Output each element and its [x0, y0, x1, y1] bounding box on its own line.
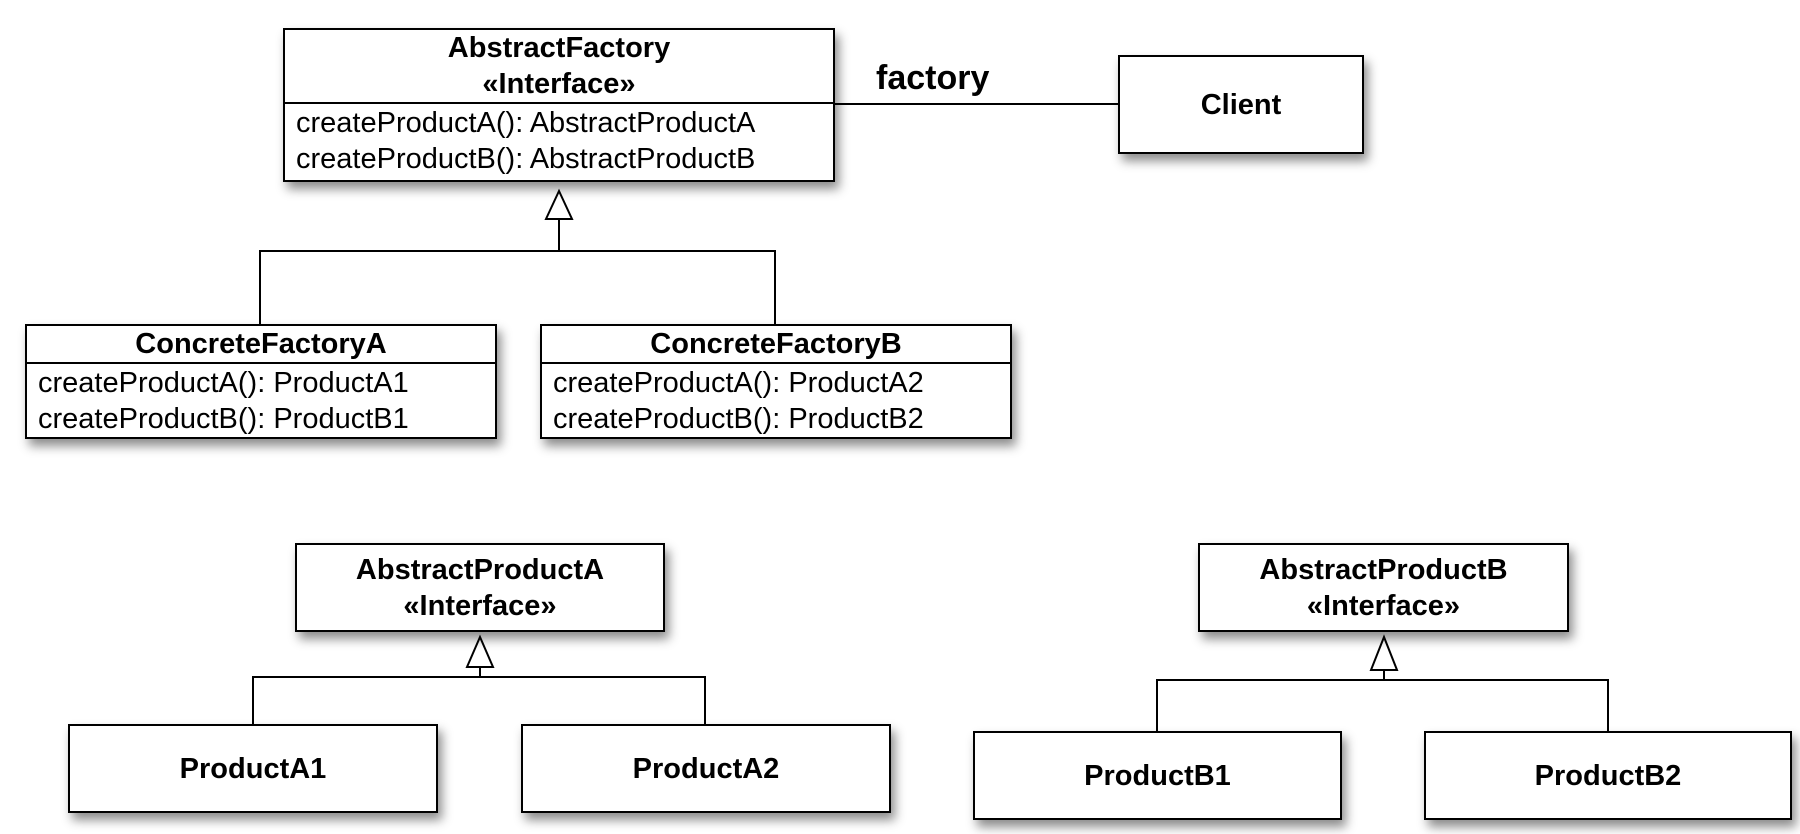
- concrete-factory-a-name: ConcreteFactoryA: [135, 328, 387, 360]
- abstract-factory-header: AbstractFactory «Interface»: [285, 30, 833, 104]
- concrete-factory-a-method: createProductA(): ProductA1: [38, 367, 409, 399]
- concrete-factory-b-methods: createProductA(): ProductA2 createProduc…: [542, 364, 1010, 437]
- abstract-product-b-stereotype: «Interface»: [1306, 589, 1461, 622]
- product-b1-name: ProductB1: [1084, 759, 1231, 792]
- concrete-factory-b-header: ConcreteFactoryB: [542, 326, 1010, 364]
- product-a2-class: ProductA2: [521, 724, 891, 813]
- abstract-product-b-class: AbstractProductB «Interface»: [1198, 543, 1569, 632]
- product-b-inheritance-arrowhead: [1369, 634, 1399, 671]
- client-name: Client: [1200, 88, 1282, 121]
- abstract-product-b-name: AbstractProductB: [1259, 553, 1508, 586]
- product-a-inheritance-arrowhead: [465, 634, 495, 668]
- abstract-factory-stereotype: «Interface»: [482, 68, 636, 100]
- product-b-inheritance-branch: [1156, 679, 1609, 731]
- product-a1-class: ProductA1: [68, 724, 438, 813]
- concrete-factory-b-name: ConcreteFactoryB: [650, 328, 902, 360]
- product-b1-class: ProductB1: [973, 731, 1342, 820]
- factory-inheritance-arrowhead: [544, 188, 574, 220]
- product-a1-name: ProductA1: [179, 752, 327, 785]
- product-b2-name: ProductB2: [1534, 759, 1682, 792]
- abstract-product-a-class: AbstractProductA «Interface»: [295, 543, 665, 632]
- concrete-factory-b-class: ConcreteFactoryB createProductA(): Produ…: [540, 324, 1012, 439]
- factory-inheritance-branch: [259, 250, 776, 324]
- abstract-factory-method: createProductA(): AbstractProductA: [296, 107, 756, 139]
- product-b2-class: ProductB2: [1424, 731, 1792, 820]
- product-a2-name: ProductA2: [632, 752, 780, 785]
- concrete-factory-a-class: ConcreteFactoryA createProductA(): Produ…: [25, 324, 497, 439]
- abstract-product-a-name: AbstractProductA: [355, 553, 605, 586]
- abstract-factory-name: AbstractFactory: [447, 32, 671, 64]
- abstract-factory-methods: createProductA(): AbstractProductA creat…: [285, 104, 833, 177]
- factory-association-label: factory: [876, 59, 990, 97]
- abstract-factory-method: createProductB(): AbstractProductB: [296, 143, 756, 175]
- client-class: Client: [1118, 55, 1364, 154]
- concrete-factory-a-methods: createProductA(): ProductA1 createProduc…: [27, 364, 495, 437]
- product-a-inheritance-branch: [252, 676, 706, 724]
- concrete-factory-b-method: createProductA(): ProductA2: [553, 367, 924, 399]
- abstract-factory-class: AbstractFactory «Interface» createProduc…: [283, 28, 835, 182]
- concrete-factory-a-header: ConcreteFactoryA: [27, 326, 495, 364]
- concrete-factory-a-method: createProductB(): ProductB1: [38, 403, 409, 435]
- abstract-product-a-stereotype: «Interface»: [403, 589, 557, 622]
- concrete-factory-b-method: createProductB(): ProductB2: [553, 403, 924, 435]
